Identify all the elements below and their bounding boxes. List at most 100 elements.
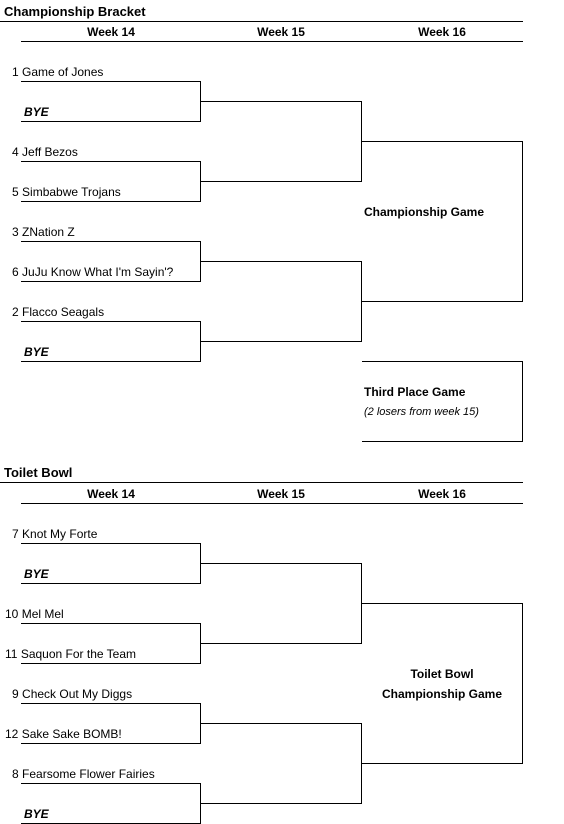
bracket-line <box>21 783 201 784</box>
bracket-connector <box>200 241 201 281</box>
bracket-connector <box>361 261 362 341</box>
bye-slot: BYE <box>24 567 49 581</box>
bracket-line <box>21 703 201 704</box>
bracket-line <box>201 261 362 262</box>
team-slot: 9 Check Out My Diggs <box>12 687 132 701</box>
third-place-note: (2 losers from week 15) <box>364 406 479 418</box>
team-slot: 5 Simbabwe Trojans <box>12 185 121 199</box>
bracket-connector <box>361 563 362 643</box>
bracket-line <box>21 201 201 202</box>
team-slot: 12 Sake Sake BOMB! <box>5 727 122 741</box>
team-slot: 7 Knot My Forte <box>12 527 97 541</box>
bracket-line <box>362 603 523 604</box>
bye-slot: BYE <box>24 345 49 359</box>
bracket-line <box>362 361 523 362</box>
team-seed: 9 <box>12 687 19 701</box>
week-15-header: Week 15 <box>257 25 305 39</box>
title-underline <box>0 482 523 483</box>
championship-title: Championship Bracket <box>4 4 146 19</box>
team-name: JuJu Know What I'm Sayin'? <box>22 265 174 279</box>
header-underline <box>21 41 523 42</box>
team-seed: 7 <box>12 527 19 541</box>
title-underline <box>0 21 523 22</box>
team-slot: 1 Game of Jones <box>12 65 103 79</box>
championship-game-label: Championship Game <box>364 205 485 219</box>
bracket-line <box>21 161 201 162</box>
team-name: Simbabwe Trojans <box>22 185 121 199</box>
bracket-line <box>201 341 362 342</box>
bracket-line <box>362 441 523 442</box>
toilet-bowl-title: Toilet Bowl <box>4 465 73 480</box>
team-seed: 5 <box>12 185 19 199</box>
bye-slot: BYE <box>24 807 49 821</box>
bracket-line <box>201 803 362 804</box>
bracket-line <box>21 743 201 744</box>
team-name: Game of Jones <box>22 65 104 79</box>
bracket-line <box>201 563 362 564</box>
bracket-connector <box>200 543 201 583</box>
bracket-connector <box>522 361 523 441</box>
team-name: Jeff Bezos <box>22 145 78 159</box>
bracket-line <box>362 141 523 142</box>
team-seed: 2 <box>12 305 19 319</box>
bracket-line <box>21 81 201 82</box>
bracket-connector <box>361 723 362 803</box>
bye-slot: BYE <box>24 105 49 119</box>
bracket-connector <box>522 141 523 301</box>
bracket-line <box>201 181 362 182</box>
team-slot: 8 Fearsome Flower Fairies <box>12 767 155 781</box>
bracket-connector <box>200 161 201 201</box>
bracket-line <box>21 583 201 584</box>
header-underline <box>21 503 523 504</box>
team-slot: 3 ZNation Z <box>12 225 75 239</box>
toilet-bowl-final-label-line2: Championship Game <box>381 687 503 701</box>
team-slot: 11 Saquon For the Team <box>5 647 136 661</box>
week-15-header: Week 15 <box>257 487 305 501</box>
week-14-header: Week 14 <box>87 487 135 501</box>
team-name: Sake Sake BOMB! <box>21 727 122 741</box>
team-slot: 2 Flacco Seagals <box>12 305 104 319</box>
team-name: Mel Mel <box>21 607 64 621</box>
bracket-line <box>362 301 523 302</box>
team-seed: 6 <box>12 265 19 279</box>
bracket-connector <box>361 101 362 181</box>
team-name: Fearsome Flower Fairies <box>22 767 155 781</box>
team-seed: 10 <box>5 607 19 621</box>
bracket-connector <box>200 321 201 361</box>
bracket-line <box>21 663 201 664</box>
team-seed: 1 <box>12 65 19 79</box>
team-seed: 11 <box>5 647 18 661</box>
bracket-line <box>21 121 201 122</box>
team-slot: 4 Jeff Bezos <box>12 145 78 159</box>
bracket-line <box>21 281 201 282</box>
week-14-header: Week 14 <box>87 25 135 39</box>
bracket-line <box>21 543 201 544</box>
team-seed: 3 <box>12 225 19 239</box>
bracket-connector <box>200 81 201 121</box>
bracket-line <box>201 723 362 724</box>
toilet-bowl-final-label-line1: Toilet Bowl <box>410 667 474 681</box>
bracket-connector <box>522 603 523 763</box>
bracket-line <box>201 101 362 102</box>
bracket-connector <box>200 783 201 823</box>
bracket-line <box>21 623 201 624</box>
bracket-connector <box>200 703 201 743</box>
bracket-line <box>21 321 201 322</box>
third-place-label: Third Place Game <box>364 385 466 399</box>
week-16-header: Week 16 <box>418 25 466 39</box>
team-name: Knot My Forte <box>22 527 98 541</box>
bracket-connector <box>200 623 201 663</box>
week-16-header: Week 16 <box>418 487 466 501</box>
team-name: Saquon For the Team <box>20 647 136 661</box>
team-seed: 12 <box>5 727 19 741</box>
team-slot: 6 JuJu Know What I'm Sayin'? <box>12 265 173 279</box>
bracket-line <box>21 361 201 362</box>
team-name: Flacco Seagals <box>22 305 105 319</box>
bracket-line <box>21 241 201 242</box>
team-seed: 8 <box>12 767 19 781</box>
bracket-line <box>362 763 523 764</box>
bracket-line <box>201 643 362 644</box>
team-name: ZNation Z <box>22 225 75 239</box>
team-name: Check Out My Diggs <box>22 687 133 701</box>
team-slot: 10 Mel Mel <box>5 607 64 621</box>
